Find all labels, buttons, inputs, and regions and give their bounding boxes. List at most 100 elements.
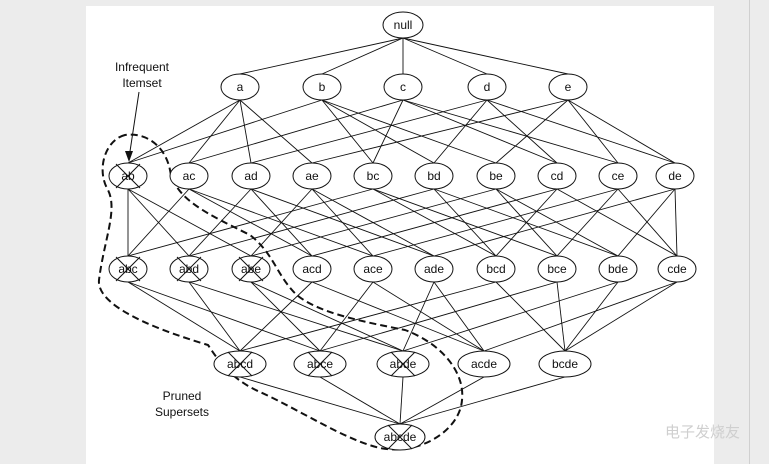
node-label: ade: [424, 262, 444, 276]
node-ellipse: [538, 350, 592, 378]
pruned-cross-abce-1: [307, 351, 333, 377]
node-ce: ce: [598, 162, 638, 190]
edge-d-bd: [433, 99, 488, 164]
edge-acd-acde: [311, 281, 485, 352]
node-bce: bce: [537, 255, 577, 283]
edge-de-cde: [674, 188, 678, 257]
node-acde: acde: [457, 350, 511, 378]
edge-abe-abde: [250, 281, 404, 352]
edge-acde-abcde: [399, 376, 485, 425]
node-bc: bc: [353, 162, 393, 190]
node-bd: bd: [414, 162, 454, 190]
edge-ad-abd: [188, 188, 252, 257]
node-ellipse: [292, 162, 332, 190]
edge-abc-abce: [127, 281, 321, 352]
edge-b-bd: [321, 99, 435, 164]
edge-bce-abce: [319, 281, 558, 352]
edge-e-de: [567, 99, 676, 164]
node-e: e: [548, 73, 588, 101]
edge-c-cd: [402, 99, 558, 164]
watermark: 电子发烧友: [665, 423, 740, 441]
edge-c-bc: [372, 99, 404, 164]
node-ad: ad: [231, 162, 271, 190]
node-null: null: [382, 11, 424, 39]
node-ellipse: [220, 73, 260, 101]
edge-bcde-abcde: [399, 376, 566, 425]
node-ellipse: [414, 255, 454, 283]
node-bcd: bcd: [476, 255, 516, 283]
node-ac: ac: [169, 162, 209, 190]
edge-bd-abd: [188, 188, 435, 257]
node-ellipse: [414, 162, 454, 190]
infrequent-arrowhead: [125, 151, 133, 162]
node-label: bd: [427, 169, 440, 183]
node-label: c: [400, 80, 406, 94]
edge-c-ce: [402, 99, 619, 164]
node-ellipse: [655, 162, 695, 190]
edge-ade-abde: [402, 281, 435, 352]
edge-ac-abc: [127, 188, 190, 257]
node-ellipse: [292, 255, 332, 283]
pruned-label-line1: Pruned: [163, 389, 202, 403]
node-ae: ae: [292, 162, 332, 190]
edge-ce-ace: [372, 188, 619, 257]
node-label: ac: [183, 169, 196, 183]
node-ace: ace: [353, 255, 393, 283]
edge-null-e: [402, 37, 569, 75]
edge-abd-abde: [188, 281, 404, 352]
node-label: e: [565, 80, 572, 94]
edge-ce-bce: [556, 188, 619, 257]
edge-de-ade: [433, 188, 676, 257]
node-label: bcd: [486, 262, 505, 276]
pruned-supersets-boundary: [97, 133, 464, 451]
node-ellipse: [598, 162, 638, 190]
node-label: bce: [547, 262, 567, 276]
node-label: ae: [305, 169, 319, 183]
infrequent-label-line1: Infrequent: [115, 60, 170, 74]
pruned-node-crosses: [115, 163, 416, 450]
edge-bce-bcde: [556, 281, 566, 352]
edge-d-de: [486, 99, 676, 164]
node-ellipse: [548, 73, 588, 101]
node-be: be: [476, 162, 516, 190]
edge-c-ac: [188, 99, 404, 164]
edge-cd-acd: [311, 188, 558, 257]
edge-de-bde: [617, 188, 676, 257]
node-b: b: [302, 73, 342, 101]
edge-be-bde: [495, 188, 619, 257]
node-cd: cd: [537, 162, 577, 190]
node-c: c: [383, 73, 423, 101]
edge-a-ae: [239, 99, 313, 164]
edge-ce-cde: [617, 188, 678, 257]
node-ellipse: [457, 350, 511, 378]
node-label: cd: [551, 169, 564, 183]
edge-bd-bcd: [433, 188, 497, 257]
edge-cde-bcde: [564, 281, 678, 352]
edge-d-cd: [486, 99, 558, 164]
edge-abc-abcd: [127, 281, 241, 352]
node-ellipse: [537, 255, 577, 283]
node-ellipse: [467, 73, 507, 101]
edge-a-ac: [188, 99, 241, 164]
node-ellipse: [476, 162, 516, 190]
edge-ace-acde: [372, 281, 485, 352]
edge-abd-abcd: [188, 281, 241, 352]
edge-bc-abc: [127, 188, 374, 257]
edge-abe-abce: [250, 281, 321, 352]
pruned-cross-abd-1: [176, 256, 202, 282]
lattice-nodes: nullabcdeabacadaebcbdbecdcedeabcabdabeac…: [108, 11, 697, 451]
infrequent-label-line2: Itemset: [122, 76, 162, 90]
edge-bcd-bcde: [495, 281, 566, 352]
page-divider: [749, 0, 750, 464]
edge-ade-acde: [433, 281, 485, 352]
node-ellipse: [537, 162, 577, 190]
edge-abcd-abcde: [239, 376, 401, 425]
node-label: de: [668, 169, 682, 183]
edge-bde-abde: [402, 281, 619, 352]
pruned-cross-abc-1: [115, 256, 141, 282]
node-bcde: bcde: [538, 350, 592, 378]
infrequent-pointer-arrow: [128, 91, 140, 159]
edge-acd-abcd: [239, 281, 313, 352]
pruned-cross-abcde-1: [387, 424, 413, 450]
